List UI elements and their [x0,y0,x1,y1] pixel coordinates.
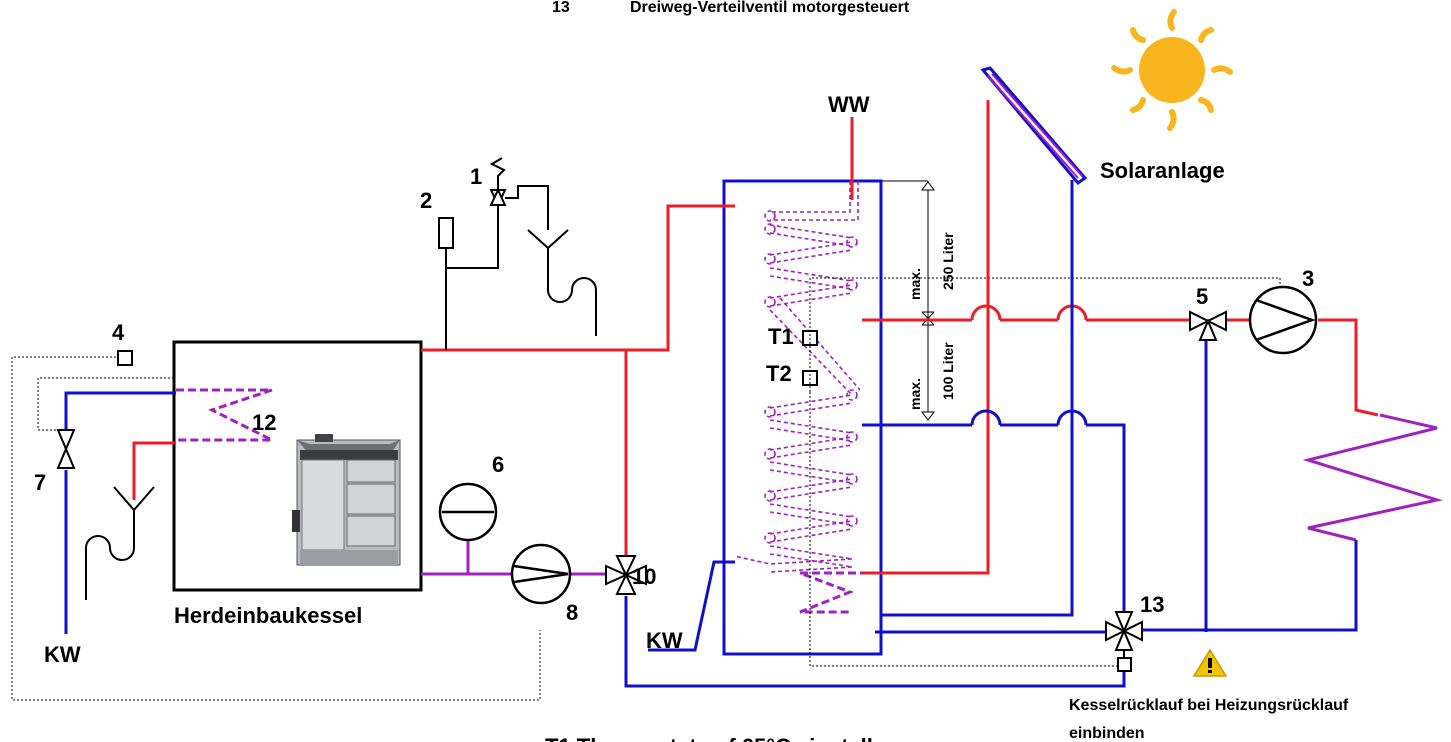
three-way-valve-5 [1189,310,1227,341]
control-signal-lines [11,277,1281,701]
boiler-coil-12 [176,388,273,442]
valve-7 [56,429,76,469]
upper-heat-exchanger-coil [733,181,861,573]
boiler-pump-8 [510,543,572,605]
return-pipes [64,180,1358,688]
lower-heat-exchanger-coil [799,571,880,614]
radiator-coil [1302,413,1443,542]
solar-label: Solaranlage [1100,158,1225,183]
volume-dimension-lines [882,180,935,421]
drain-funnel [85,486,155,600]
boiler-loop-pipes [421,540,606,576]
label-6: 6 [492,452,504,477]
storage-tank [722,179,883,656]
kw-tank-label: KW [646,628,683,653]
footer-text: T1 Thermostat auf 65°C einstellen [545,734,899,742]
label-1: 1 [470,164,482,189]
t1-label: T1 [768,324,794,349]
valve-10 [605,555,647,595]
label-8: 8 [566,600,578,625]
sun-icon [1111,9,1233,131]
legend-text: Dreiweg-Verteilventil motorgesteuert [630,0,910,16]
three-way-valve-13 [1105,611,1143,672]
expansion-vessel-6 [438,482,498,542]
label-2: 2 [420,188,432,213]
label-7: 7 [34,470,46,495]
label-13: 13 [1140,592,1164,617]
label-12: 12 [252,410,276,435]
warning-icon [1192,648,1228,677]
safety-valve-1 [445,157,597,350]
t2-label: T2 [766,361,792,386]
volume-100-label: 100 Liter [940,342,956,400]
sensor-4 [117,350,133,366]
legend-number: 13 [552,0,570,16]
ww-label: WW [828,92,870,117]
note-line-1: Kesselrücklauf bei Heizungsrücklauf [1069,697,1349,714]
label-5: 5 [1196,284,1208,309]
label-3: 3 [1302,266,1314,291]
max-100-label: max. [907,378,923,410]
max-250-label: max. [907,268,923,300]
solar-collector [980,66,1088,186]
boiler-label: Herdeinbaukessel [174,603,362,628]
heating-pump-3 [1248,285,1318,355]
label-4: 4 [112,320,125,345]
volume-250-label: 250 Liter [940,232,956,290]
kw-left-label: KW [44,642,81,667]
stove-image [292,434,401,566]
label-10: 10 [632,564,656,589]
air-vent-2 [438,217,454,270]
note-line-2: einbinden [1069,725,1145,742]
supply-pipes [132,100,1379,575]
